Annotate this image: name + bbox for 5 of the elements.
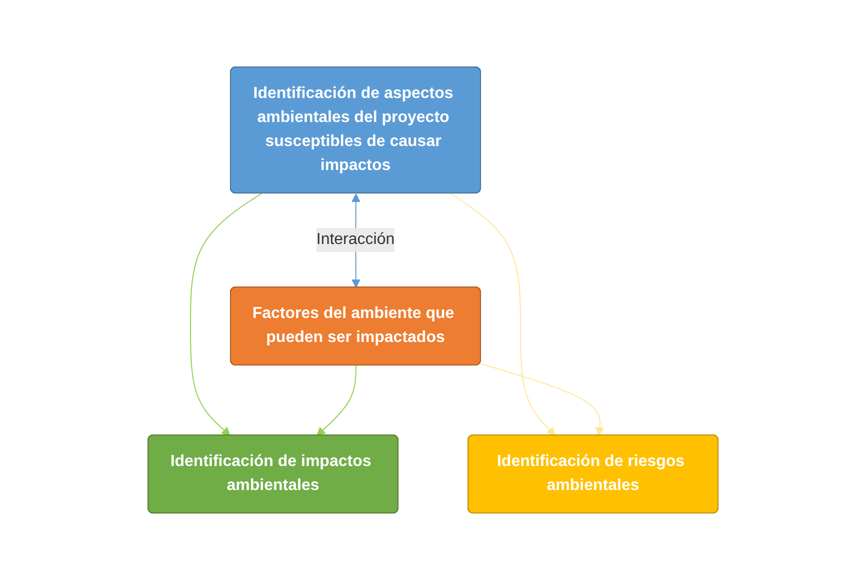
arrow (450, 192, 556, 436)
arrow (316, 364, 356, 436)
arrow (190, 192, 262, 436)
arrow (479, 362, 604, 436)
edge-label: Interacción (316, 230, 395, 248)
